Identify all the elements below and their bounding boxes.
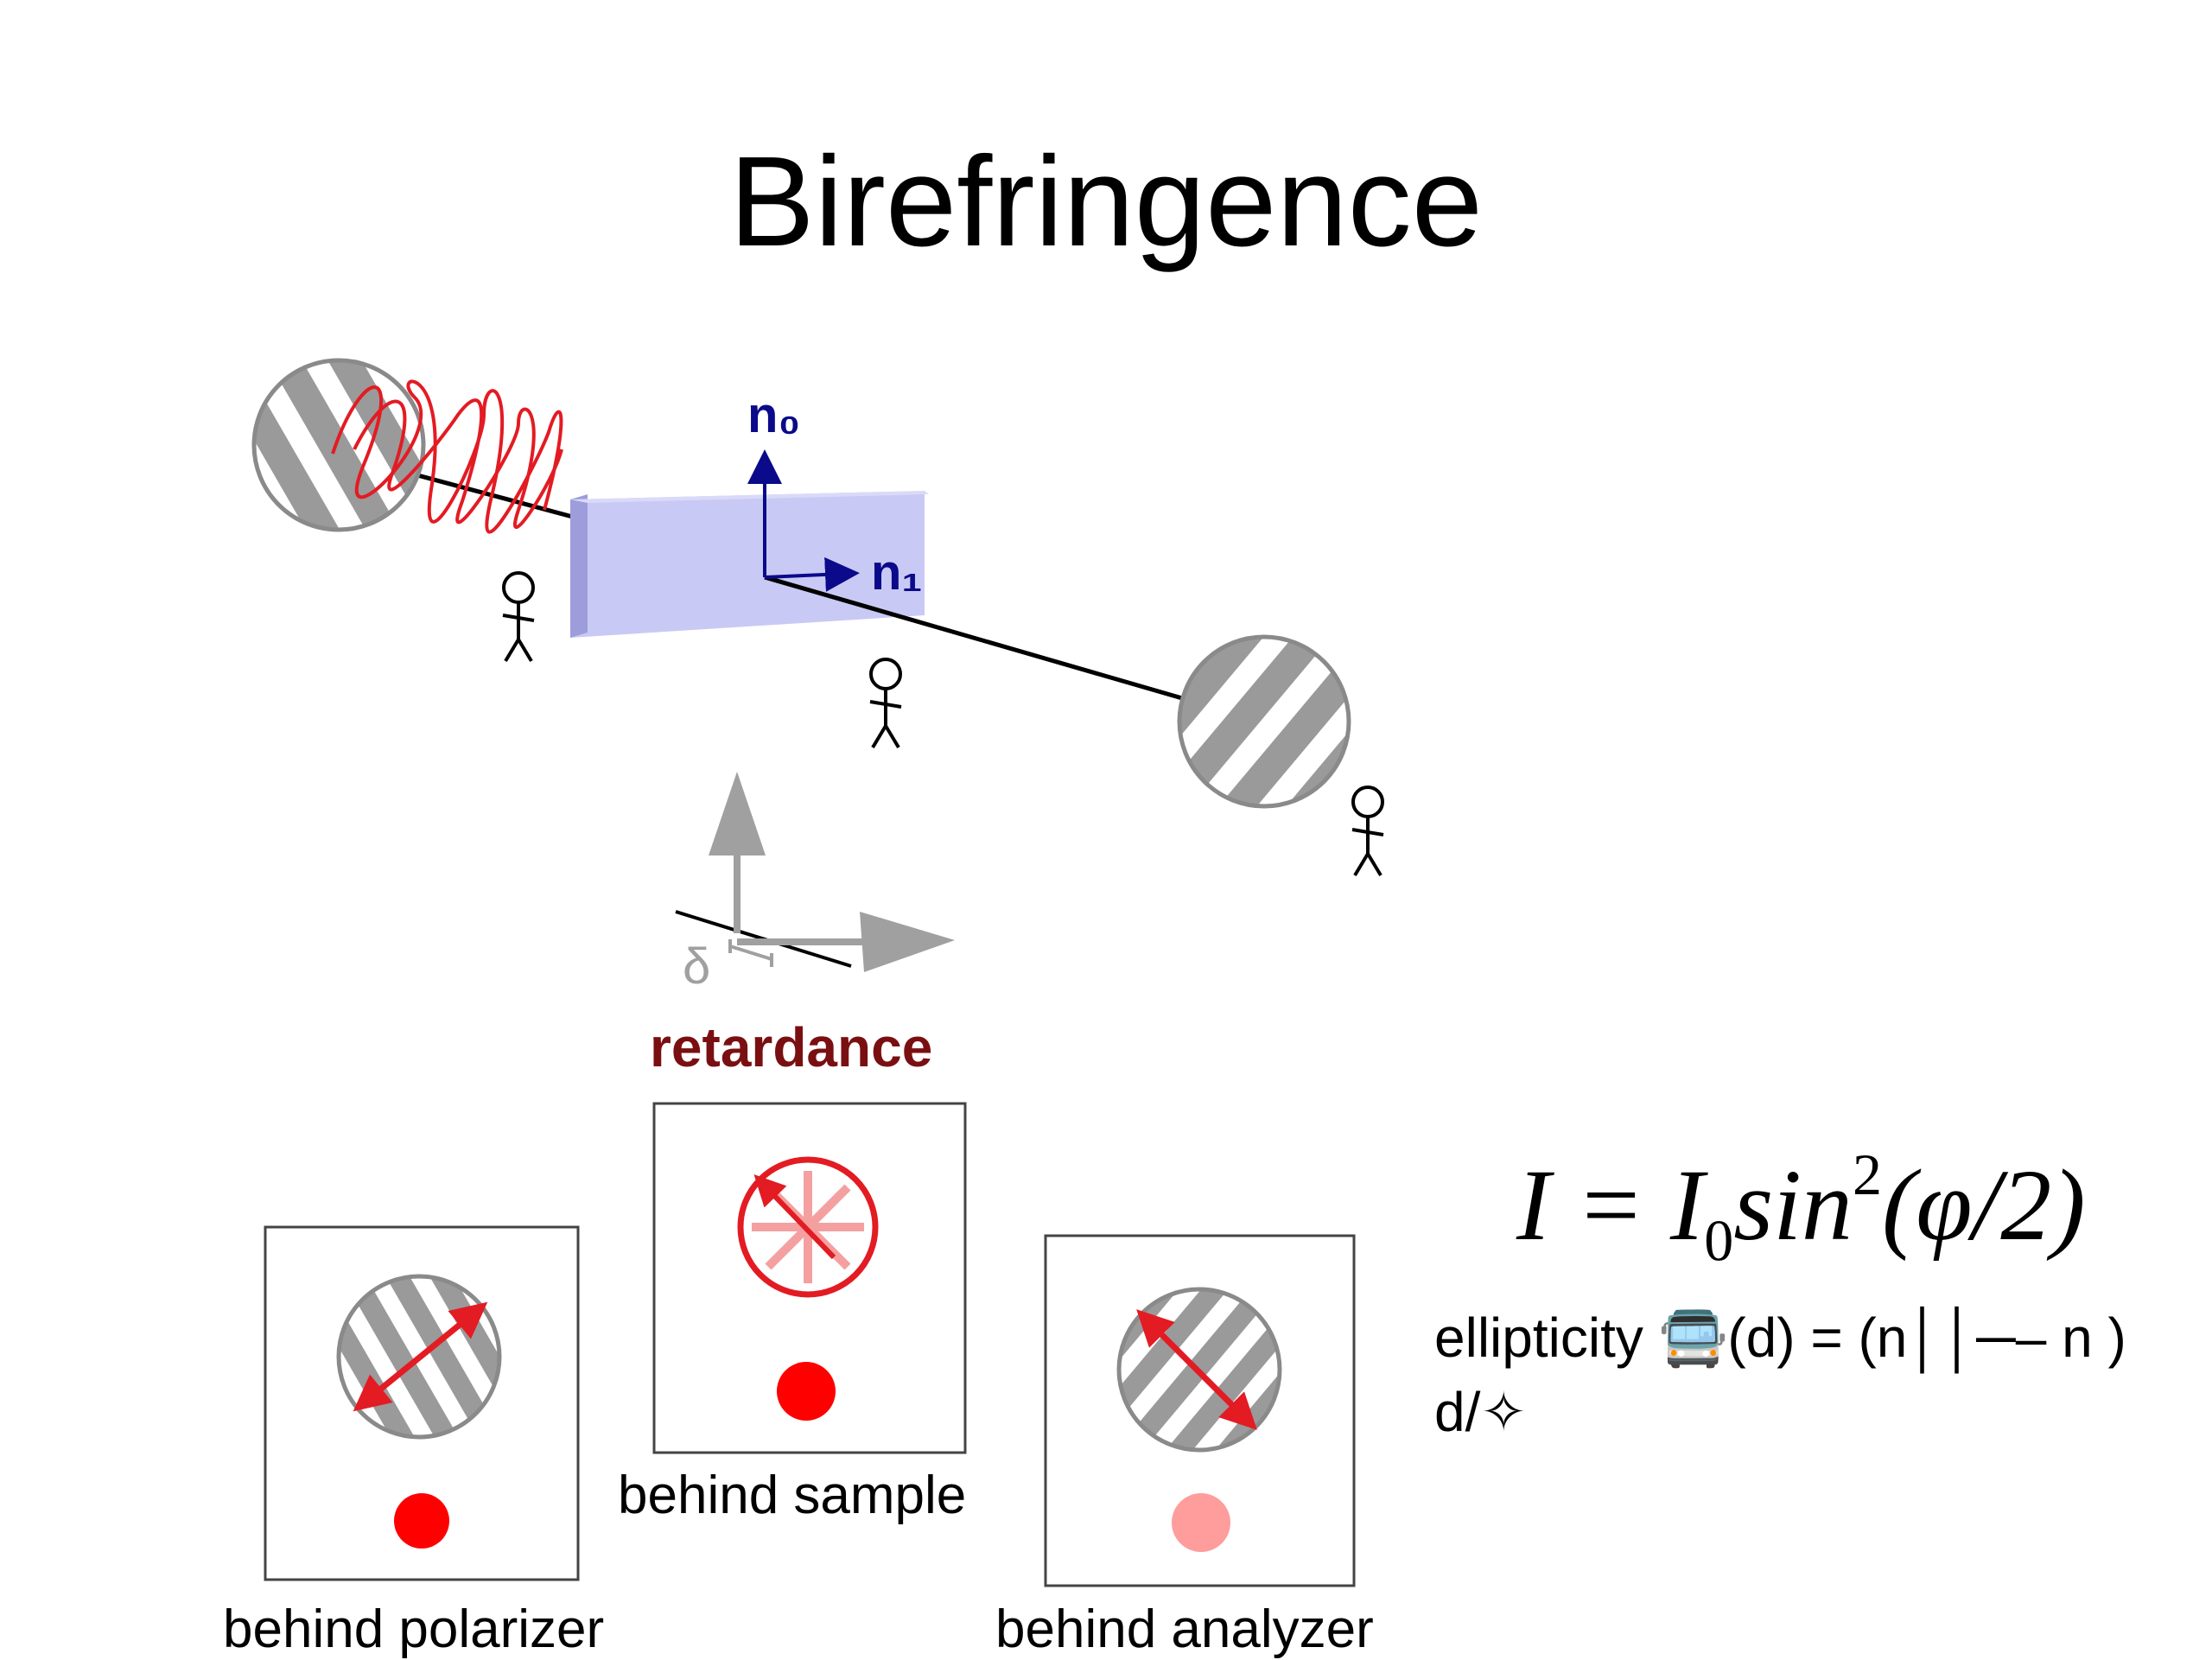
beam-line-out xyxy=(764,575,1189,703)
polarization-arrow xyxy=(353,1301,488,1412)
observer-figure xyxy=(502,571,535,663)
axis-n1-label: n₁ xyxy=(871,544,922,601)
panel-caption-sample: behind sample xyxy=(618,1466,967,1525)
formula-rhs: (φ/2) xyxy=(1881,1148,2086,1262)
polarizer-disc xyxy=(251,358,426,532)
formula-exponent: 2 xyxy=(1852,1142,1882,1207)
retardance-axes xyxy=(675,772,955,972)
observer-figure xyxy=(1351,785,1384,877)
light-dot-faint xyxy=(1172,1493,1230,1552)
panel-caption-analyzer: behind analyzer xyxy=(995,1600,1374,1659)
axis-n0-label: n₀ xyxy=(747,387,801,443)
light-dot xyxy=(777,1362,836,1421)
retardance-label: retardance xyxy=(650,1016,933,1078)
formula-lhs: I = I xyxy=(1516,1148,1705,1262)
analyzer-disc xyxy=(1177,634,1351,809)
observer-figure xyxy=(869,658,902,749)
light-wave xyxy=(331,379,563,534)
intensity-formula: I = I0sin2(φ/2) xyxy=(1516,1141,2086,1275)
light-dot xyxy=(394,1493,449,1549)
formula-mid: sin xyxy=(1733,1148,1853,1262)
axis-n1-arrow xyxy=(764,557,860,592)
panel-caption-polarizer: behind polarizer xyxy=(223,1600,605,1659)
polarization-arrow xyxy=(1136,1309,1257,1430)
delta-label: δ xyxy=(683,938,710,995)
polarization-arrow xyxy=(753,1174,836,1260)
page-title: Birefringence xyxy=(728,130,1484,273)
crystal-slab xyxy=(570,491,929,638)
formula-subscript: 0 xyxy=(1704,1207,1734,1274)
ellipticity-line-1: ellipticity 🚍(d) = (n││─– n ) xyxy=(1434,1307,2126,1369)
ellipticity-line-2: d/✧ xyxy=(1434,1381,1527,1443)
ellipticity-formula: ellipticity 🚍(d) = (n││─– n ) d/✧ xyxy=(1434,1301,2126,1449)
